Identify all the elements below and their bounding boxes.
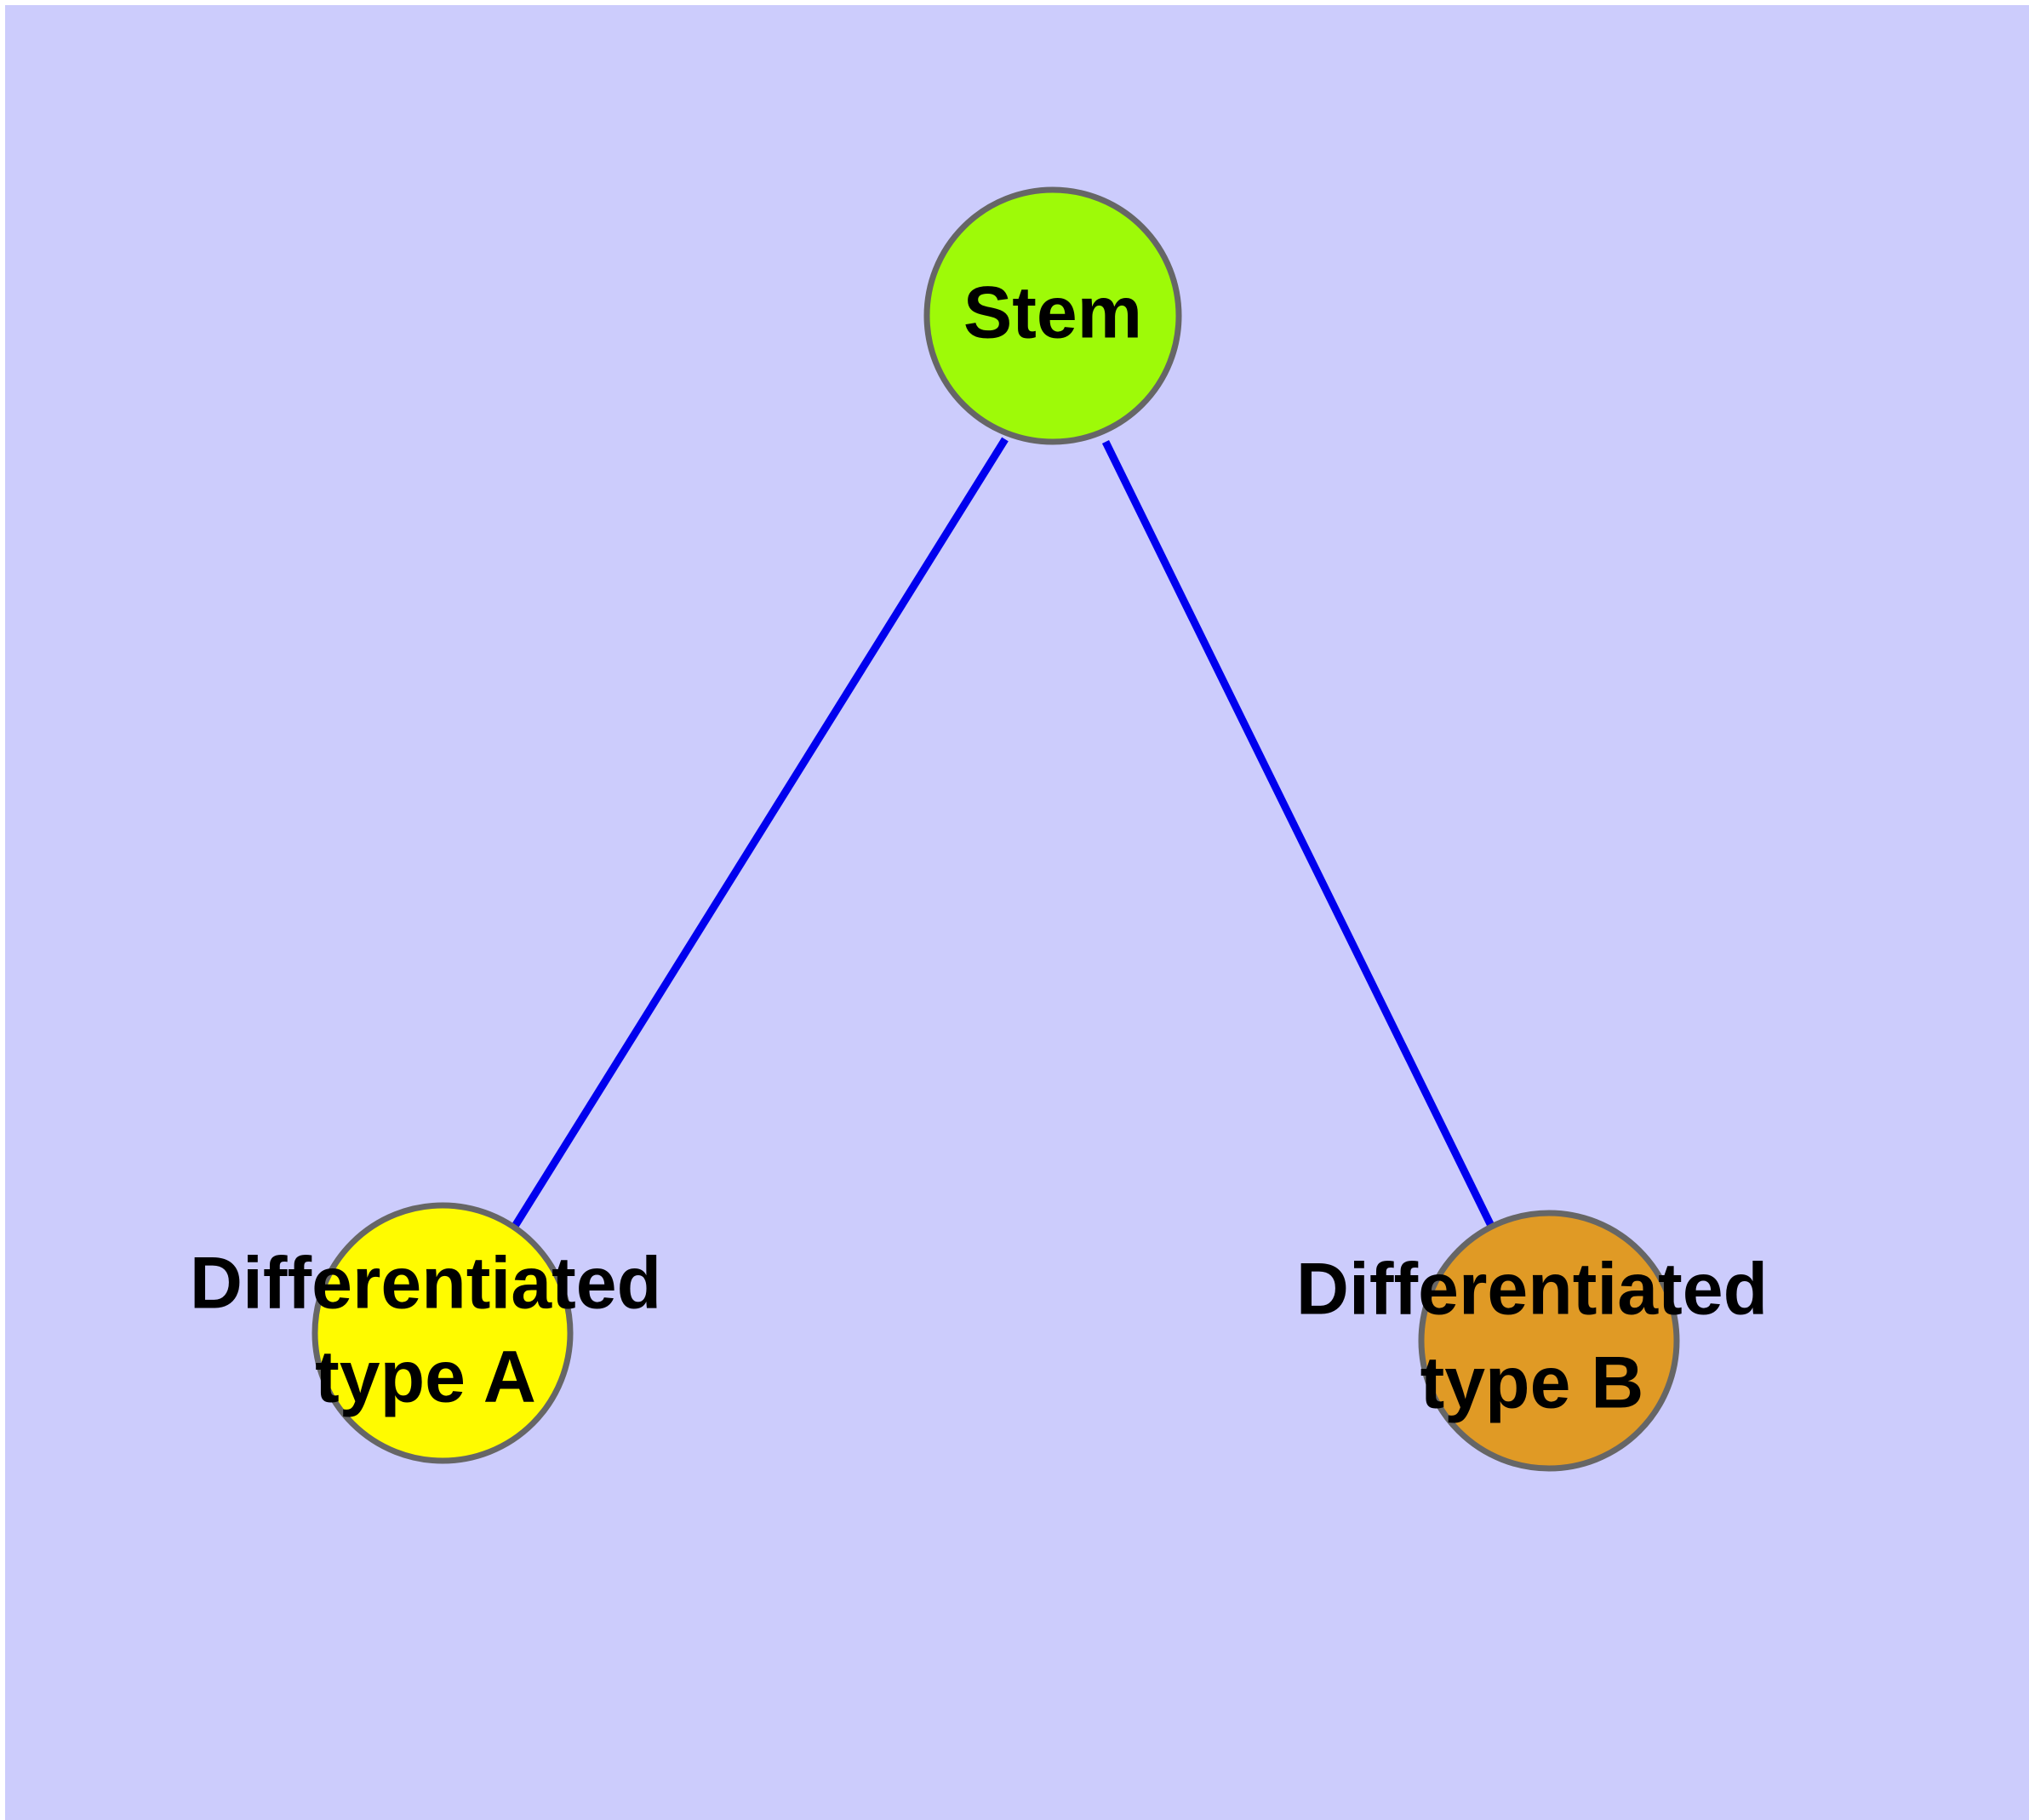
node-differentiated-type-b-circle[interactable] (1418, 1210, 1680, 1472)
node-differentiated-type-a-label-line2: type A (315, 1336, 536, 1418)
node-differentiated-type-a-label-line1: Differentiated (190, 1243, 661, 1325)
node-differentiated-type-b-label-line1: Differentiated (1296, 1249, 1768, 1331)
label-group: Stem Differentiated type A Differentiate… (190, 272, 1768, 1424)
node-differentiated-type-b-label-line2: type B (1420, 1342, 1644, 1424)
node-differentiated-type-a-circle[interactable] (311, 1202, 574, 1464)
node-group (311, 186, 1680, 1472)
node-stem[interactable] (923, 186, 1182, 445)
edge-stem-to-differentiated-type-a[interactable] (511, 437, 1009, 1230)
node-differentiated-type-b[interactable] (1418, 1210, 1680, 1472)
diagram-plot-area: Stem Differentiated type A Differentiate… (5, 5, 2029, 1820)
node-stem-label: Stem (963, 272, 1142, 354)
edge-stem-to-differentiated-type-b[interactable] (1101, 440, 1497, 1231)
node-differentiated-type-a[interactable] (311, 1202, 574, 1464)
node-stem-circle[interactable] (923, 186, 1182, 445)
node-link-graph: Stem Differentiated type A Differentiate… (190, 186, 1768, 1472)
edge-group (511, 437, 1497, 1231)
